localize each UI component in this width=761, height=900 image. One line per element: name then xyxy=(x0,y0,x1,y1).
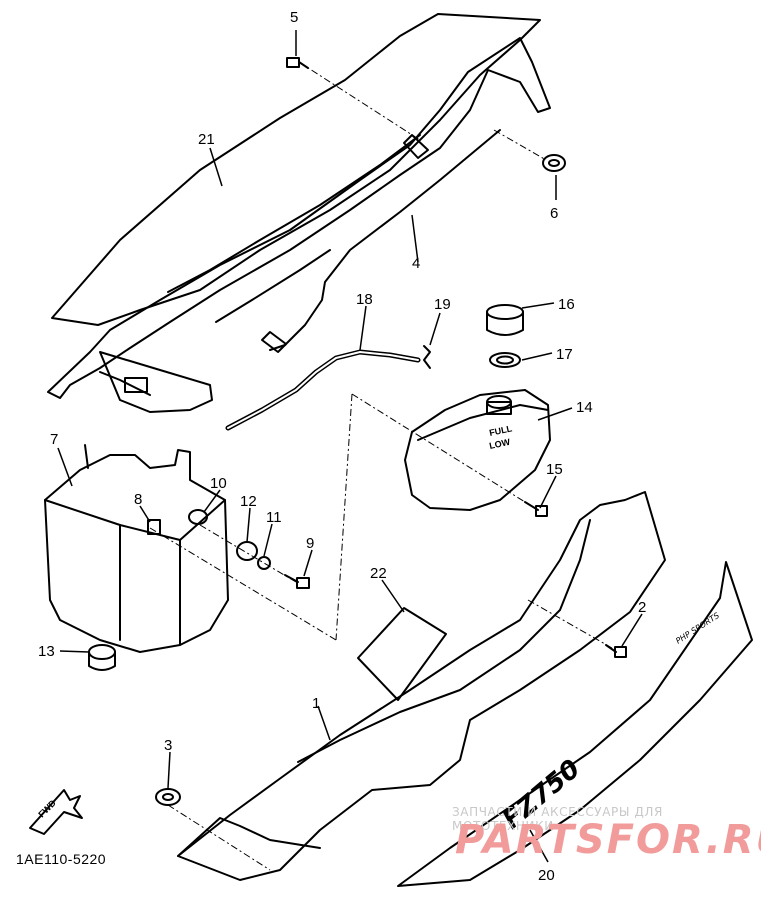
callout-7: 7 xyxy=(50,431,58,448)
callout-group: 5 21 6 4 18 19 16 17 14 15 7 10 8 12 11 … xyxy=(38,9,646,884)
grommet-6 xyxy=(542,154,566,172)
side-cover-lower xyxy=(177,491,666,881)
clip-19 xyxy=(423,345,431,369)
frame-bracket xyxy=(47,37,551,413)
side-cover-upper xyxy=(51,13,541,326)
cover-small-text: PHP SPORTS xyxy=(674,611,721,646)
callout-6: 6 xyxy=(550,205,558,222)
callout-8: 8 xyxy=(134,491,142,508)
rod xyxy=(269,129,501,351)
tank-low-label: LOW xyxy=(488,437,511,451)
callout-21: 21 xyxy=(198,131,215,148)
callout-22: 22 xyxy=(370,565,387,582)
callout-11: 11 xyxy=(266,509,282,526)
damper-13 xyxy=(88,644,116,671)
callout-19: 19 xyxy=(434,296,451,313)
callout-14: 14 xyxy=(576,399,593,416)
tank-full-label: FULL xyxy=(488,423,513,438)
callout-3: 3 xyxy=(164,737,172,754)
screw-2 xyxy=(605,644,627,658)
callout-1: 1 xyxy=(312,695,320,712)
callout-15: 15 xyxy=(546,461,563,478)
callout-13: 13 xyxy=(38,643,55,660)
fwd-arrow-icon xyxy=(29,789,83,835)
reservoir-tank xyxy=(404,389,551,511)
callout-10: 10 xyxy=(210,475,227,492)
drawing-code: 1AE110-5220 xyxy=(16,851,107,867)
cap-seal xyxy=(489,352,521,368)
watermark-logo: PARTSFOR.RU xyxy=(455,817,761,863)
decal-stripe-20 xyxy=(397,561,753,887)
callout-12: 12 xyxy=(240,493,257,510)
grommet-3 xyxy=(155,788,181,806)
callout-5: 5 xyxy=(290,9,298,26)
callout-9: 9 xyxy=(306,535,314,552)
callout-20: 20 xyxy=(538,867,555,884)
small-hardware xyxy=(147,509,310,589)
callout-2: 2 xyxy=(638,599,646,616)
callout-17: 17 xyxy=(556,346,573,363)
callout-4: 4 xyxy=(412,255,420,272)
callout-16: 16 xyxy=(558,296,575,313)
callout-18: 18 xyxy=(356,291,373,308)
battery-box xyxy=(44,444,229,653)
decal-22 xyxy=(357,607,447,701)
watermark-tagline: ЗАПЧАСТИ И АКСЕССУАРЫ ДЛЯ МОТОТЕХНИКИ xyxy=(452,805,663,833)
bolt-5 xyxy=(286,57,309,69)
screw-15 xyxy=(524,501,548,517)
tank-cap xyxy=(486,304,524,336)
hose xyxy=(225,349,421,431)
